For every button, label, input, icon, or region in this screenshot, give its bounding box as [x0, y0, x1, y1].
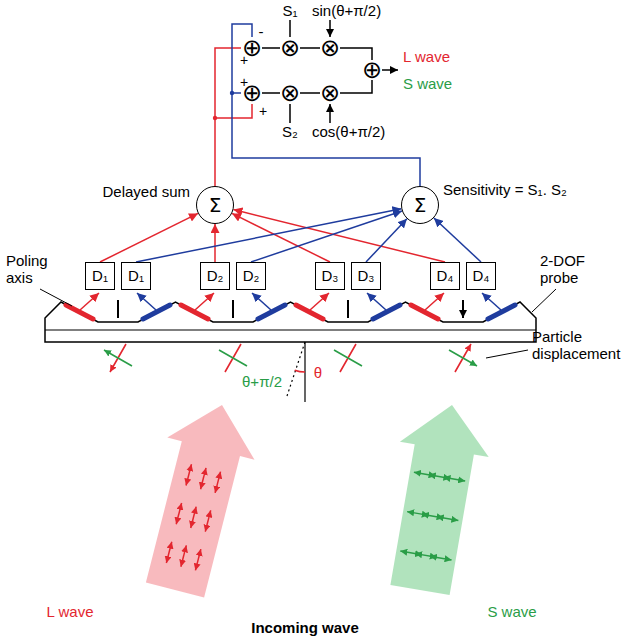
node-label: D₂	[243, 268, 260, 285]
signal-connector	[214, 224, 216, 262]
signal-arrows-blue	[137, 293, 501, 310]
delay-box: D₁	[85, 262, 115, 290]
sensitivity-note: Sensitivity = S₁. S₂	[443, 181, 567, 198]
node-label: Σ	[414, 194, 427, 216]
multiplier-symbol: ⊗	[320, 36, 340, 60]
sign-symbol: +	[259, 103, 267, 119]
delay-box: D₁	[121, 262, 151, 290]
delay-box: D₃	[351, 262, 382, 290]
particle-displacement-crosses	[104, 344, 477, 372]
part-label: 2-DOF probe	[540, 252, 612, 287]
probe-base	[45, 329, 536, 330]
oscillation-mark	[191, 507, 196, 528]
angle-label: θ	[314, 364, 322, 381]
angle-arc	[295, 370, 305, 372]
multiplier-symbol: ⊗	[280, 36, 300, 60]
signal-connector	[136, 209, 401, 262]
multiplier-symbol: ⊗	[280, 81, 300, 105]
signal-connector	[366, 219, 407, 262]
node-label: D₁	[92, 268, 108, 285]
angle-label: θ+π/2	[242, 373, 282, 390]
wave-label: L wave	[47, 603, 94, 620]
node-label: D₂	[207, 268, 224, 285]
output-label: L wave	[403, 48, 450, 65]
oscillation-mark	[205, 510, 210, 531]
signal-connector	[100, 213, 198, 262]
wave-oscillation-marks	[166, 464, 465, 570]
delayed-sum-circle: Σ	[401, 186, 439, 224]
signal-connector	[251, 211, 402, 262]
delay-box: D₂	[200, 262, 231, 290]
adder-symbol: ⊕	[362, 58, 382, 82]
delay-box: D₃	[315, 262, 346, 290]
node-label: D₄	[473, 268, 490, 285]
poling-arrows	[118, 300, 463, 318]
oscillation-mark	[430, 556, 452, 560]
wave-direction-line	[287, 342, 305, 396]
weight-function: sin(θ+π/2)	[312, 2, 381, 19]
wave-label: S wave	[487, 603, 536, 620]
leader-lines	[40, 289, 556, 358]
multiplier-symbol: ⊗	[320, 81, 340, 105]
delayed-sum-circle: Σ	[196, 186, 234, 224]
oscillation-mark	[437, 517, 459, 521]
delay-box: D₄	[466, 262, 497, 290]
weight-function: cos(θ+π/2)	[312, 123, 385, 140]
signal-arrows-red	[80, 293, 444, 310]
part-label: Particle displacement	[532, 328, 630, 363]
part-label: Poling axis	[6, 252, 64, 287]
adder-symbol: ⊕	[242, 81, 262, 105]
node-label: D₄	[437, 268, 454, 285]
oscillation-mark	[443, 477, 465, 481]
node-label: D₁	[128, 268, 144, 285]
output-label: S wave	[403, 75, 452, 92]
oscillation-mark	[176, 503, 181, 524]
wave-label: Incoming wave	[251, 619, 359, 636]
delay-box: D₄	[430, 262, 461, 290]
oscillation-mark	[181, 545, 186, 566]
node-label: D₃	[322, 268, 339, 285]
signal-name: S₂	[282, 123, 298, 140]
circuit-wires	[215, 20, 420, 186]
oscillation-mark	[201, 468, 206, 489]
block-label: Delayed sum	[102, 183, 190, 200]
adder-symbol: ⊕	[242, 36, 262, 60]
oscillation-mark	[186, 464, 191, 485]
s-wave-arrow	[390, 405, 488, 595]
signal-name: S₁	[282, 2, 297, 19]
oscillation-mark	[215, 472, 220, 493]
node-label: Σ	[209, 194, 222, 216]
signal-connector	[434, 218, 481, 262]
node-label: D₃	[358, 268, 375, 285]
delay-box: D₂	[236, 262, 267, 290]
oscillation-mark	[195, 549, 200, 570]
l-wave-arrow	[146, 405, 255, 597]
oscillation-mark	[166, 542, 171, 563]
